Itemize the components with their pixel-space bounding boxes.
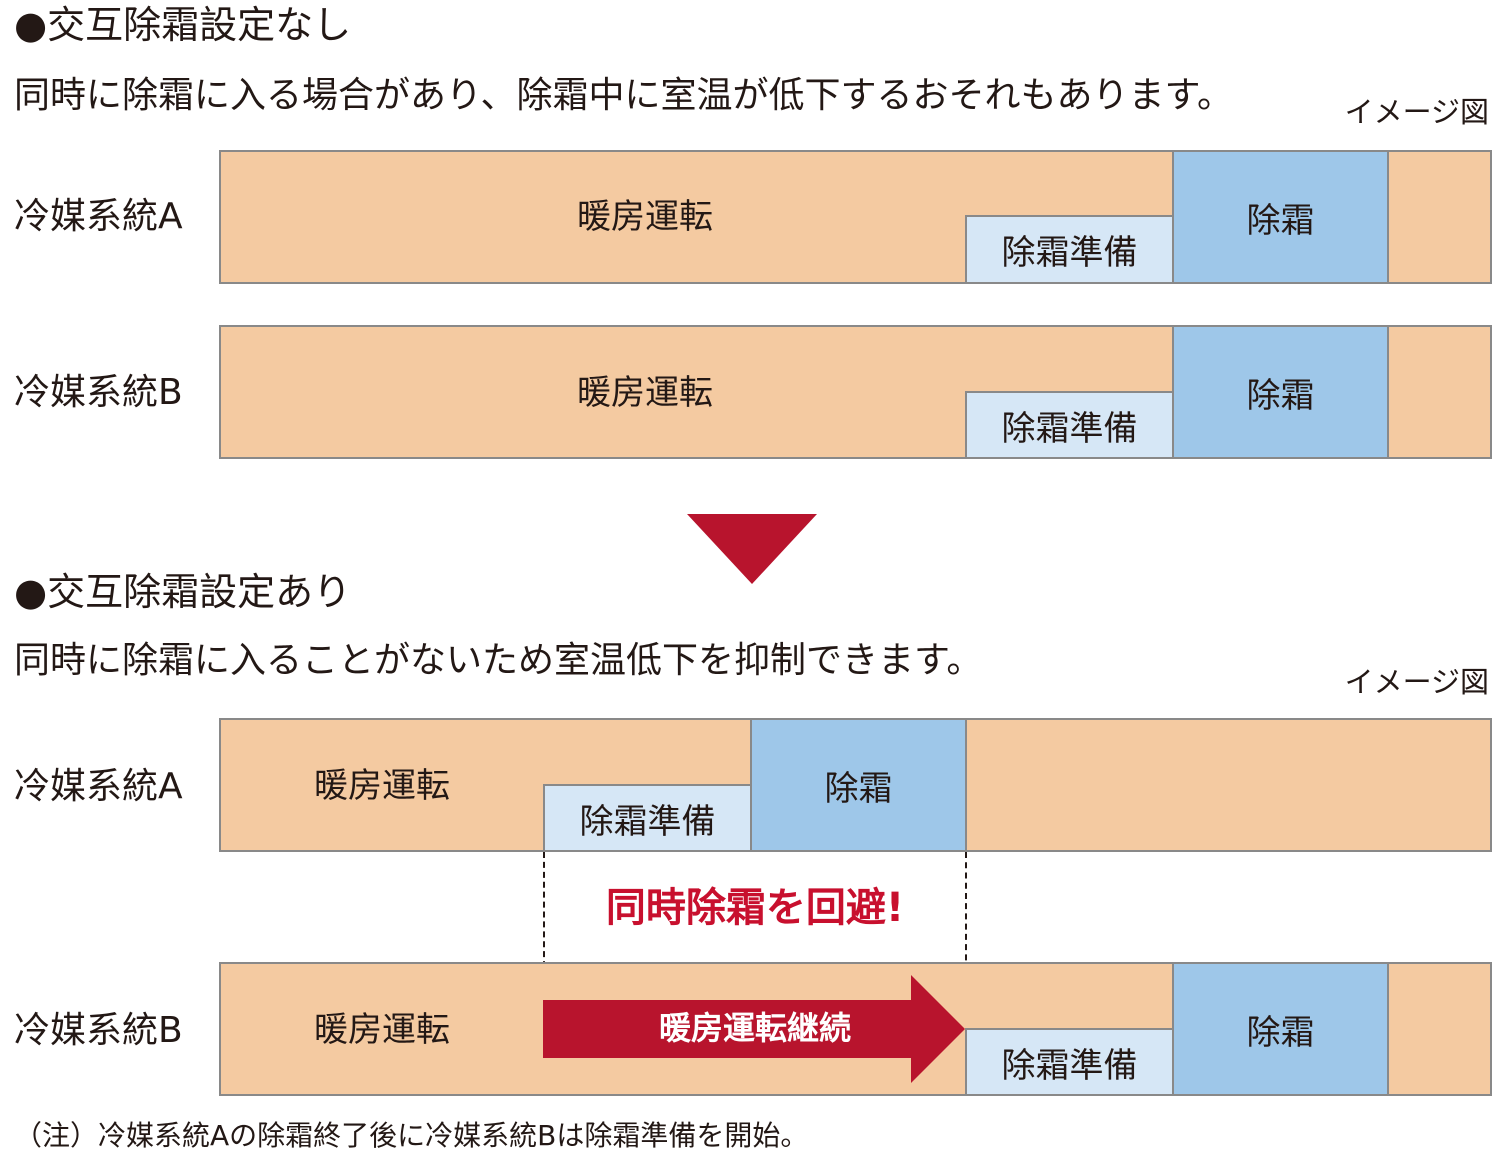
section1-row-a-defrost-segment: 除霜 [1172, 150, 1389, 284]
section2-row-a-label: 冷媒系統A [14, 766, 183, 807]
section2-row-a-prep-segment: 除霜準備 [543, 784, 752, 852]
section1-row-b-prep-segment: 除霜準備 [965, 391, 1174, 459]
section1-heading: ●交互除霜設定なし [14, 3, 352, 47]
section2-row-a-heating-label: 暖房運転 [314, 766, 450, 806]
section1-row-b-defrost-segment: 除霜 [1172, 325, 1389, 459]
section2-row-b-label: 冷媒系統B [14, 1010, 183, 1051]
section1-image-note: イメージ図 [1344, 95, 1489, 129]
guide-dashed-line-right [965, 852, 967, 1032]
section1-description: 同時に除霜に入る場合があり、除霜中に室温が低下するおそれもあります。 [14, 75, 1233, 116]
avoid-simultaneous-defrost-text: 同時除霜を回避! [605, 885, 905, 931]
section2-row-b-heating-label: 暖房運転 [314, 1010, 450, 1050]
section1-row-a-heating-label: 暖房運転 [577, 197, 713, 237]
section1-row-b-heating-label: 暖房運転 [577, 373, 713, 413]
section2-row-b-prep-segment: 除霜準備 [965, 1028, 1174, 1096]
section2-row-a-defrost-segment: 除霜 [750, 718, 967, 852]
section2-heading: ●交互除霜設定あり [14, 570, 352, 614]
section2-image-note: イメージ図 [1344, 665, 1489, 699]
section2-description: 同時に除霜に入ることがないため室温低下を抑制できます。 [14, 640, 983, 681]
continue-heating-label: 暖房運転継続 [658, 1009, 851, 1047]
section1-row-a-label: 冷媒系統A [14, 196, 183, 237]
down-triangle-icon [687, 514, 817, 584]
continue-heating-arrow-icon [543, 975, 965, 1083]
section1-row-a-prep-segment: 除霜準備 [965, 215, 1174, 284]
footnote: （注）冷媒系統Aの除霜終了後に冷媒系統Bは除霜準備を開始。 [14, 1119, 809, 1152]
section2-row-b-defrost-segment: 除霜 [1172, 962, 1389, 1096]
section1-row-b-label: 冷媒系統B [14, 372, 183, 413]
